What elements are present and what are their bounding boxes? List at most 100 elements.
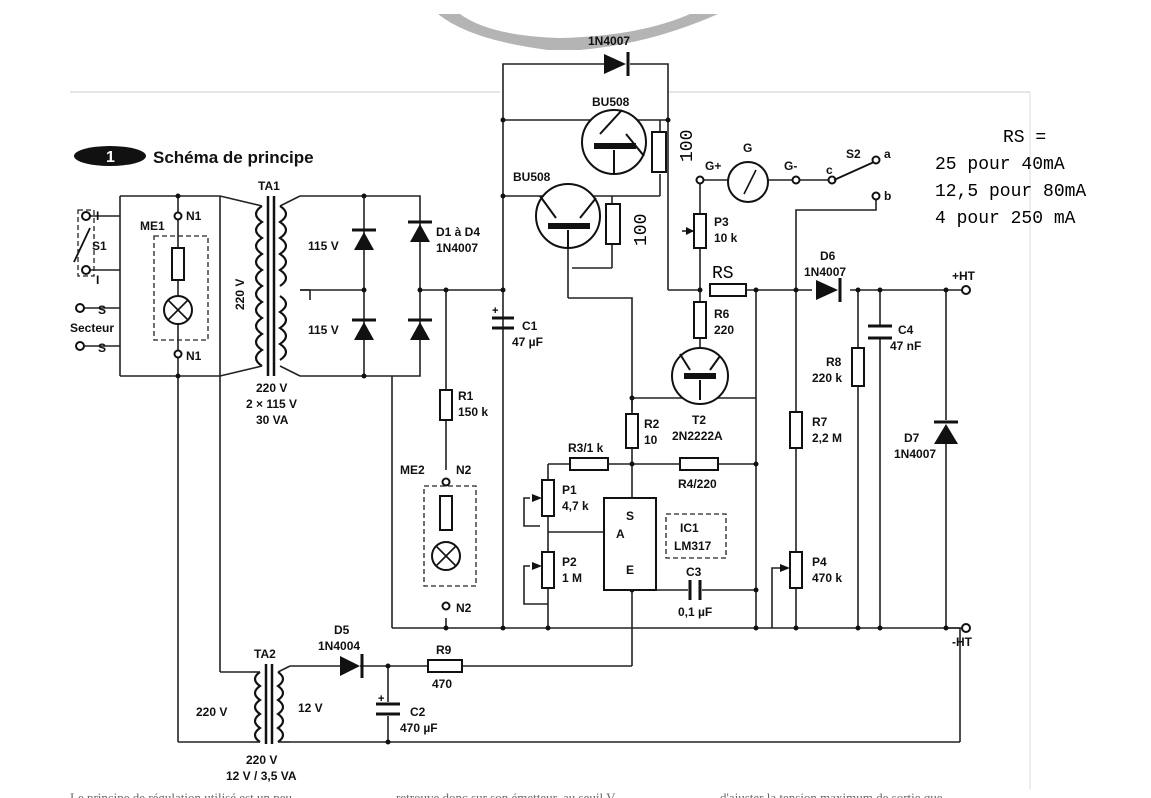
label-ta2-12: 12 V (298, 701, 323, 715)
label-me2: ME2 (400, 463, 425, 477)
label-d5-type: 1N4004 (318, 639, 360, 653)
footer-text: Le principe de régulation utilisé est un… (70, 790, 943, 798)
transistor-bu508-top (581, 109, 647, 175)
label-me1: ME1 (140, 219, 165, 233)
diode-d7 (934, 420, 958, 444)
label-s2: S2 (846, 147, 861, 161)
label-t2: T2 (692, 413, 706, 427)
label-ic-e: E (626, 563, 634, 577)
label-ic1: IC1 (680, 521, 699, 535)
label-r8: R8 (826, 355, 842, 369)
label-r6-val: 220 (714, 323, 734, 337)
scan-artifact-top (438, 14, 718, 50)
label-p3: P3 (714, 215, 729, 229)
label-gplus: G+ (705, 159, 721, 173)
label-r7-val: 2,2 M (812, 431, 842, 445)
label-d7-type: 1N4007 (894, 447, 936, 461)
regulator-ic1-label-box (665, 513, 727, 559)
label-d7: D7 (904, 431, 920, 445)
label-ta1-spec2: 2 × 115 V (246, 397, 297, 411)
diode-top (604, 52, 630, 76)
label-d6-type: 1N4007 (804, 265, 846, 279)
label-r1-val: 150 k (458, 405, 488, 419)
label-r2: R2 (644, 417, 660, 431)
label-ta1-spec1: 220 V (256, 381, 287, 395)
label-d1d4-type: 1N4007 (436, 241, 478, 255)
label-s-a: S (98, 303, 106, 317)
label-plus-ht: +HT (952, 269, 976, 283)
capacitor-c1: + (492, 305, 514, 330)
label-c3: C3 (686, 565, 702, 579)
label-s-b: S (98, 341, 106, 355)
label-r3: R3/1 k (568, 441, 604, 455)
label-ta1-spec3: 30 VA (256, 413, 289, 427)
label-n1b: N1 (186, 349, 202, 363)
resistor-100-top (651, 131, 667, 173)
label-c4-val: 47 nF (890, 339, 921, 353)
label-p2: P2 (562, 555, 577, 569)
bridge-diodes (352, 220, 432, 340)
resistor-r9 (427, 659, 463, 673)
transformer-ta2 (250, 664, 291, 744)
label-c4: C4 (898, 323, 914, 337)
resistor-r6 (693, 301, 707, 339)
label-c2-val: 470 µF (400, 721, 438, 735)
resistor-r7 (789, 411, 803, 449)
label-c3-val: 0,1 µF (678, 605, 712, 619)
label-secteur: Secteur (70, 321, 114, 335)
capacitor-c3 (688, 580, 702, 600)
label-r100-mid: 100 (632, 214, 652, 246)
label-r4: R4/220 (678, 477, 717, 491)
label-d-top: 1N4007 (588, 34, 630, 48)
heading-number-badge (74, 146, 146, 166)
heading-title: Schéma de principe (153, 148, 314, 167)
switch-s1 (73, 209, 95, 277)
label-ta2-220: 220 V (196, 705, 227, 719)
label-ic-a: A (616, 527, 625, 541)
terminals (75, 155, 971, 633)
label-ic-s: S (626, 509, 634, 523)
heading: 1 Schéma de principe (74, 146, 314, 167)
transistor-t2 (671, 347, 729, 405)
rs-note-line2: 25 pour 40mA (935, 155, 1065, 175)
footer-col3: d'ajuster la tension maximum de sortie q… (720, 790, 943, 798)
label-r9-val: 470 (432, 677, 452, 691)
label-gminus: G- (784, 159, 797, 173)
diode-d5 (340, 654, 364, 678)
label-minus-ht: -HT (952, 635, 973, 649)
resistor-r4 (679, 457, 719, 471)
potentiometer-p2 (532, 551, 555, 589)
label-bu508-top: BU508 (592, 95, 630, 109)
component-labels: 1N4007 BU508 BU508 100 100 G G+ G- S2 a … (70, 34, 976, 783)
indicator-me1 (153, 235, 209, 341)
label-d1d4: D1 à D4 (436, 225, 480, 239)
label-c2: C2 (410, 705, 426, 719)
label-c1-val: 47 µF (512, 335, 543, 349)
label-ta2: TA2 (254, 647, 276, 661)
label-n2a: N2 (456, 463, 472, 477)
label-ta2-spec1: 220 V (246, 753, 277, 767)
label-r100-top: 100 (678, 130, 698, 162)
junction-dots (175, 117, 949, 745)
label-s2a: a (884, 147, 891, 161)
resistor-r2 (625, 413, 639, 449)
resistor-r1 (439, 389, 453, 421)
label-r1: R1 (458, 389, 474, 403)
label-ic1-type: LM317 (674, 539, 712, 553)
transistor-bu508-left (535, 183, 601, 249)
label-p4-val: 470 k (812, 571, 842, 585)
label-n2b: N2 (456, 601, 472, 615)
label-ta1: TA1 (258, 179, 280, 193)
label-p1-val: 4,7 k (562, 499, 589, 513)
label-d6: D6 (820, 249, 836, 263)
diode-d6 (816, 278, 842, 302)
label-r9: R9 (436, 643, 452, 657)
resistor-r8 (851, 347, 865, 387)
potentiometer-p1 (532, 479, 555, 517)
capacitor-c2: + (376, 693, 400, 716)
rs-note-line1: RS = (1003, 128, 1046, 148)
label-g: G (743, 141, 752, 155)
rs-notes: RS = 25 pour 40mA 12,5 pour 80mA 4 pour … (935, 128, 1086, 229)
potentiometer-p4 (780, 551, 803, 589)
